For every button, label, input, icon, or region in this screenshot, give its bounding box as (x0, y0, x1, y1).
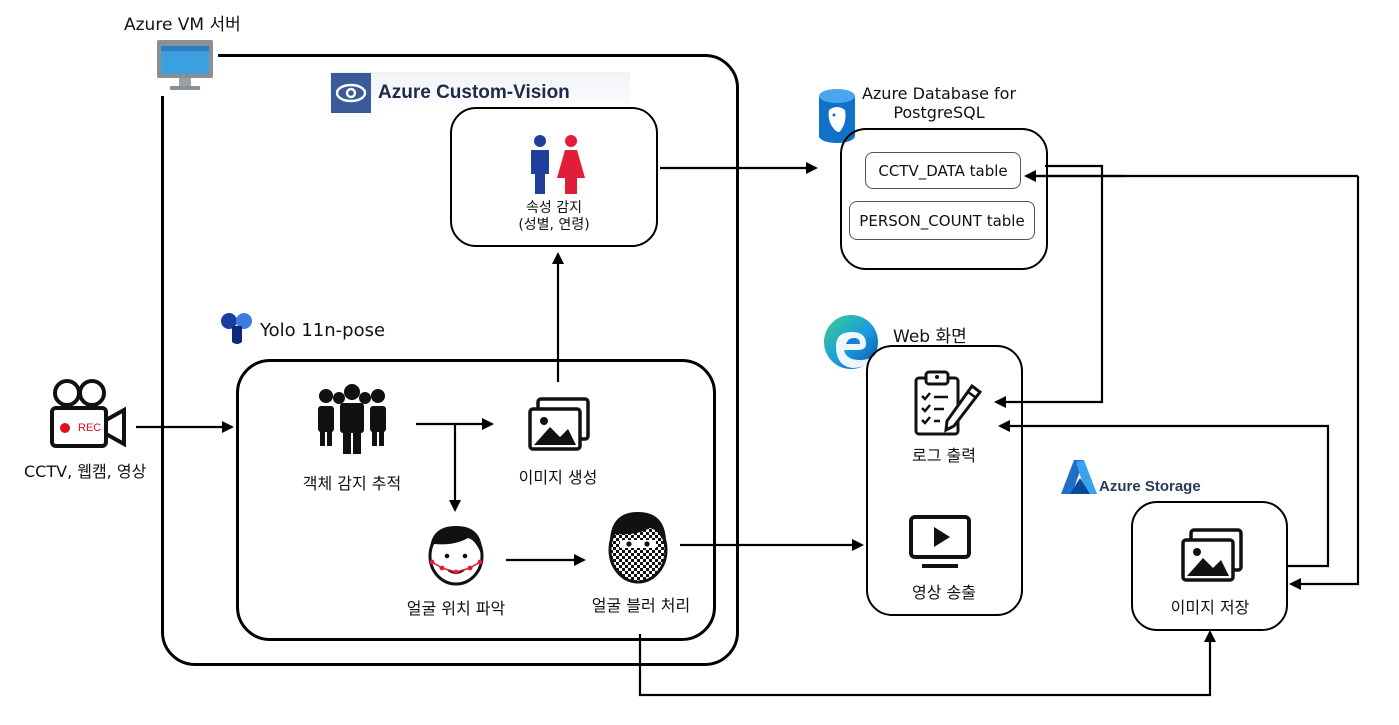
yolo-container (236, 359, 716, 641)
yolo-brand: Yolo 11n-pose (260, 320, 386, 341)
image-save-label: 이미지 저장 (1170, 598, 1250, 617)
arrow-db-to-log (994, 164, 1104, 408)
gender-people-icon (525, 134, 587, 200)
source-label: CCTV, 웹캠, 영상 (24, 462, 147, 481)
table-person-count: PERSON_COUNT table (849, 201, 1035, 240)
object-tracking-label: 객체 감지 추적 (302, 474, 402, 493)
azure-logo-icon (1060, 458, 1098, 500)
db-title: Azure Database for PostgreSQL (861, 84, 1017, 122)
log-output-label: 로그 출력 (912, 446, 976, 465)
arrow-db-to-storage (1289, 176, 1360, 590)
face-locate-icon (424, 520, 488, 590)
clipboard-checklist-icon (912, 370, 984, 442)
yolo-logo-icon (220, 312, 254, 350)
video-play-icon (908, 514, 972, 574)
video-stream-label: 영상 송출 (912, 583, 976, 602)
rec-text: REC (78, 422, 102, 434)
face-locate-label: 얼굴 위치 파악 (406, 599, 506, 618)
storage-container (1131, 501, 1288, 631)
arrow-storage-to-log (998, 420, 1330, 568)
vm-server-container (161, 54, 739, 666)
attribute-detect-label: 속성 감지 (성별, 연령) (518, 200, 590, 233)
attribute-detect-node (450, 107, 658, 247)
postgresql-db-icon (817, 88, 857, 150)
video-camera-icon (48, 378, 128, 454)
image-gallery-icon (1181, 528, 1243, 588)
edge-browser-icon (822, 314, 880, 374)
custom-vision-brand: Azure Custom-Vision (378, 82, 570, 103)
storage-brand: Azure Storage (1099, 478, 1201, 495)
face-blur-icon (604, 508, 672, 588)
image-gallery-icon (528, 397, 590, 457)
people-group-icon (316, 384, 388, 458)
face-blur-label: 얼굴 블러 처리 (591, 596, 691, 615)
database-container (840, 128, 1048, 270)
web-title: Web 화면 (893, 327, 967, 347)
image-create-label: 이미지 생성 (518, 468, 598, 487)
table-cctv-data: CCTV_DATA table (865, 152, 1021, 189)
monitor-icon (152, 38, 218, 96)
vm-label: Azure VM 서버 (124, 15, 241, 35)
web-container (866, 345, 1023, 616)
eye-icon (331, 73, 371, 117)
